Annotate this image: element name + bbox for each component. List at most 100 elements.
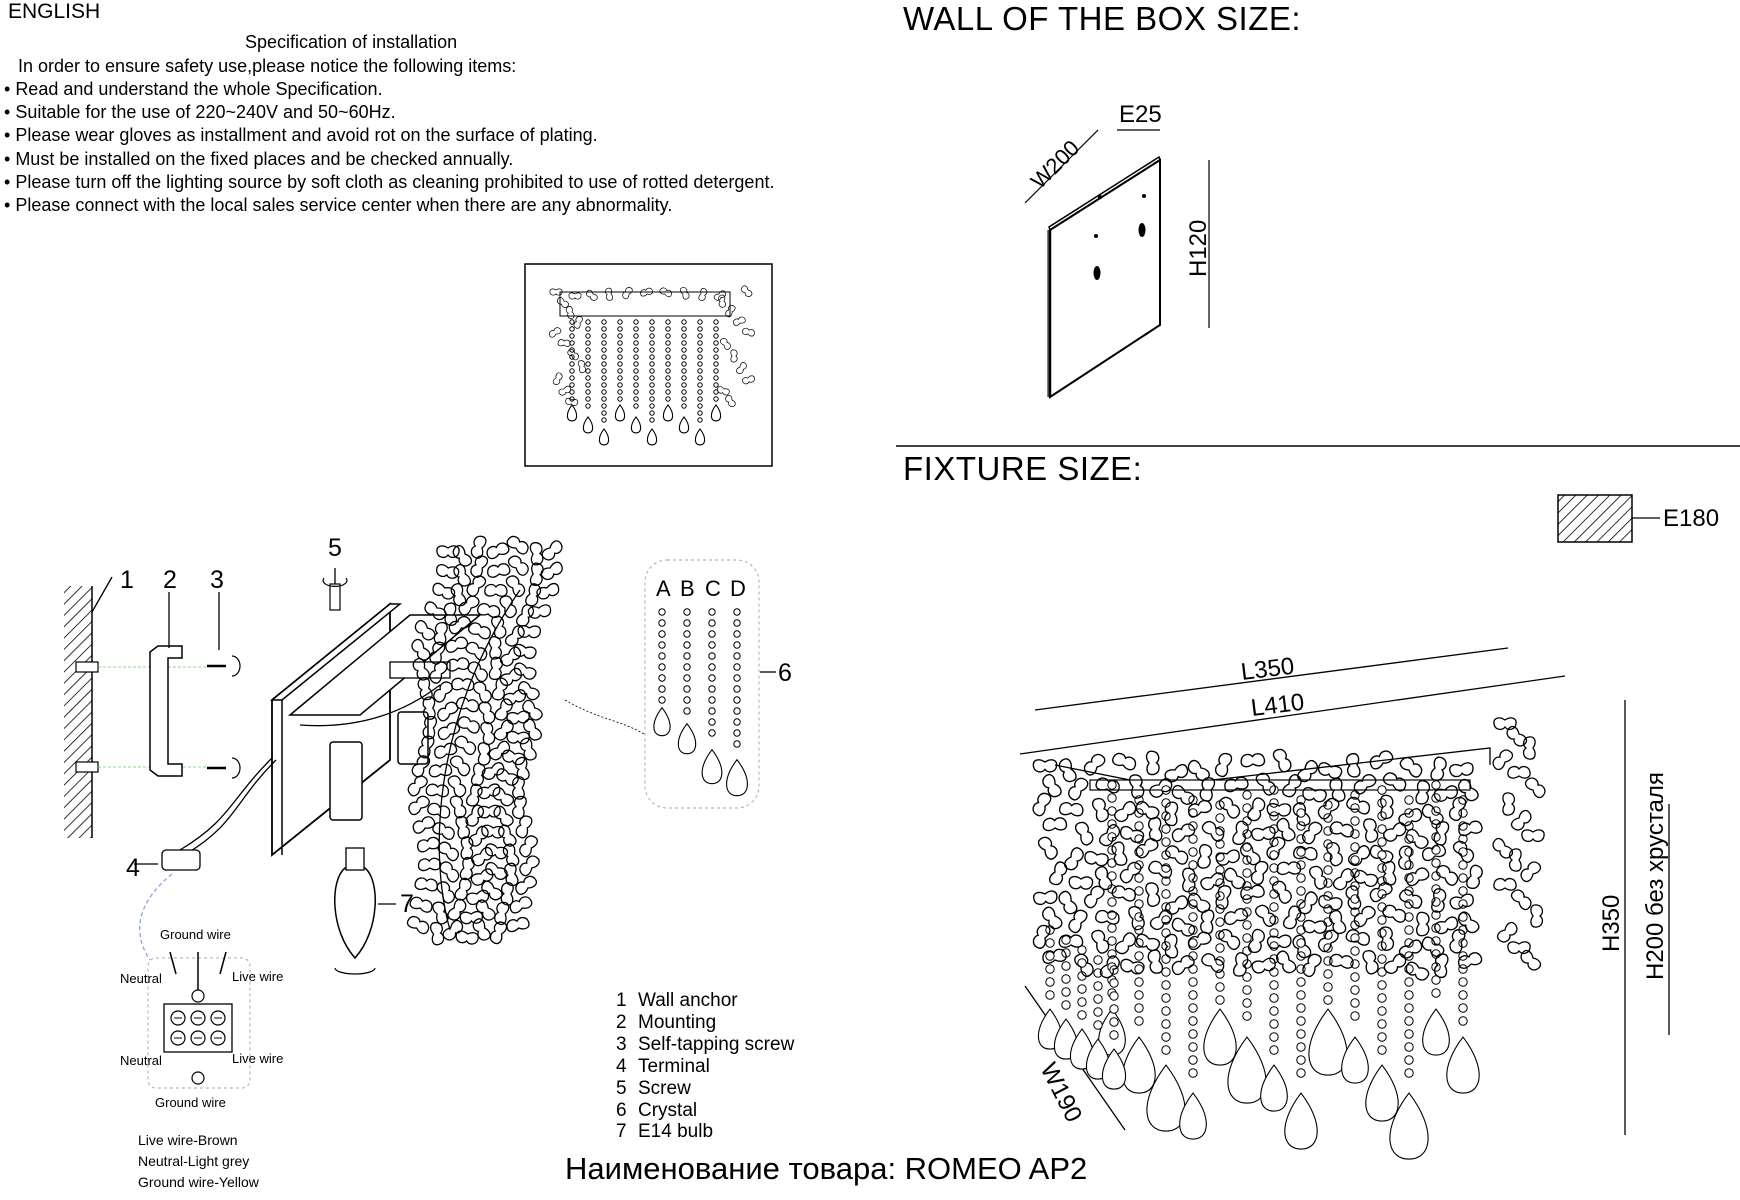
crystal-bead xyxy=(1134,1016,1144,1026)
crystal-bead xyxy=(1296,834,1306,844)
leaf-ornament xyxy=(505,915,531,934)
crystal-bead xyxy=(1377,1006,1387,1016)
crystal-bead xyxy=(1404,925,1414,935)
crystal-bead xyxy=(1458,808,1468,818)
leaf-ornament xyxy=(1316,760,1344,781)
crystal-bead xyxy=(1242,998,1252,1008)
leaf-ornament xyxy=(1503,724,1529,750)
crystal-bead xyxy=(1377,993,1387,1003)
leaf-ornament xyxy=(434,879,458,906)
leaf-ornament xyxy=(489,614,508,640)
crystal-bead xyxy=(713,347,719,353)
callout-2: 2 xyxy=(163,566,177,594)
callout-7: 7 xyxy=(400,890,414,918)
crystal-bead xyxy=(1431,988,1441,998)
crystal-bead xyxy=(1161,980,1171,990)
crystal-bead xyxy=(1296,886,1306,896)
crystal-bead xyxy=(633,368,639,374)
parts-item-name: Crystal xyxy=(638,1099,698,1121)
leaf-ornament xyxy=(470,762,487,788)
crystal-bead xyxy=(1377,785,1387,795)
leaf-ornament xyxy=(1381,860,1397,887)
crystal-bead xyxy=(1377,837,1387,847)
crystal-label-b: B xyxy=(680,576,695,601)
crystal-bead xyxy=(665,396,671,402)
wiring-ground-bottom: Ground wire xyxy=(155,1095,226,1110)
crystal-bead xyxy=(697,361,703,367)
crystal-bead xyxy=(713,382,719,388)
leaf-ornament xyxy=(1464,863,1485,891)
crystal-bead xyxy=(733,740,741,748)
leaf-ornament xyxy=(485,562,512,579)
crystal-bead xyxy=(681,333,687,339)
crystal-bead xyxy=(1350,946,1360,956)
crystal-bead xyxy=(1161,954,1171,964)
crystal-bead xyxy=(681,368,687,374)
crystal-bead xyxy=(1404,1016,1414,1026)
leaf-ornament xyxy=(488,635,503,660)
crystal-label-a: A xyxy=(656,576,671,601)
crystal-bead xyxy=(708,696,716,704)
leaf-ornament xyxy=(1042,816,1068,832)
leaf-ornament xyxy=(1419,801,1446,828)
crystal-bead xyxy=(1296,1042,1306,1052)
leaf-ornament xyxy=(1030,790,1054,819)
crystal-bead xyxy=(665,354,671,360)
crystal-bead xyxy=(617,375,623,381)
spec-item: Please connect with the local sales serv… xyxy=(4,194,774,217)
crystal-bead xyxy=(681,396,687,402)
crystal-bead xyxy=(697,333,703,339)
crystal-bead xyxy=(1134,977,1144,987)
crystal-bead xyxy=(733,641,741,649)
crystal-bead xyxy=(1134,821,1144,831)
crystal-bead xyxy=(1377,980,1387,990)
crystal-bead xyxy=(1215,826,1225,836)
crystal-bead xyxy=(681,319,687,325)
leaf-ornament xyxy=(1493,717,1517,731)
crystal-bead xyxy=(713,368,719,374)
crystal-bead xyxy=(713,319,719,325)
crystal-bead xyxy=(1242,972,1252,982)
leaf-ornament xyxy=(1403,826,1431,852)
leaf-ornament xyxy=(413,876,439,893)
crystal-drop xyxy=(1227,1036,1267,1104)
crystal-bead xyxy=(1045,977,1055,987)
crystal-bead xyxy=(649,340,655,346)
crystal-bead xyxy=(1296,1003,1306,1013)
crystal-bead xyxy=(649,361,655,367)
crystal-bead xyxy=(683,707,691,715)
callout-6: 6 xyxy=(778,659,792,687)
crystal-bead xyxy=(733,718,741,726)
crystal-bead xyxy=(585,382,591,388)
crystal-bead xyxy=(617,389,623,395)
spec-item: Please wear gloves as installment and av… xyxy=(4,124,774,147)
leaf-ornament xyxy=(1271,746,1294,775)
crystal-bead xyxy=(601,403,607,409)
leaf-ornament xyxy=(1345,752,1362,779)
crystal-bead xyxy=(1161,889,1171,899)
crystal-bead xyxy=(1188,1029,1198,1039)
crystal-bead xyxy=(708,652,716,660)
crystal-bead xyxy=(649,389,655,395)
crystal-bead xyxy=(681,354,687,360)
leaf-ornament xyxy=(1508,848,1522,872)
crystal-bead xyxy=(1323,865,1333,875)
crystal-bead xyxy=(1431,858,1441,868)
leaf-ornament xyxy=(476,699,498,726)
crystal-bead xyxy=(733,619,741,627)
crystal-bead xyxy=(1377,1019,1387,1029)
leaf-ornament xyxy=(1521,829,1545,843)
crystal-bead xyxy=(633,333,639,339)
crystal-bead xyxy=(569,319,575,325)
leaf-ornament xyxy=(516,852,542,879)
crystal-bead xyxy=(713,354,719,360)
parts-item-name: Screw xyxy=(638,1077,691,1099)
crystal-bead xyxy=(683,630,691,638)
crystal-bead xyxy=(633,326,639,332)
crystal-drop xyxy=(646,427,658,446)
crystal-bead xyxy=(1377,928,1387,938)
wiring-diagram: Ground wire Neutral Live wire Neutral Li… xyxy=(120,927,283,1110)
